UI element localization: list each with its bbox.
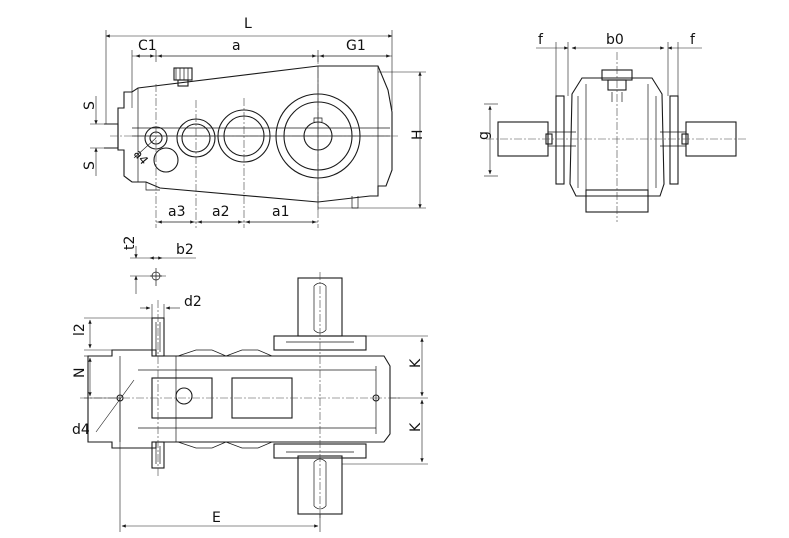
label-l2: l2: [72, 323, 88, 336]
side-housing: [569, 77, 665, 197]
side-dimensions: [484, 42, 702, 177]
label-a: a: [232, 38, 241, 54]
label-d2: d2: [184, 294, 202, 310]
label-C1: C1: [138, 38, 157, 54]
label-b2: b2: [176, 242, 194, 258]
label-g: g: [476, 131, 492, 140]
label-S-top: S: [82, 101, 98, 110]
front-labels: L C1 a G1 S S H a4 a3 a2 a1: [82, 16, 426, 220]
top-view: [80, 272, 400, 520]
side-labels: f b0 f g: [476, 32, 696, 140]
label-N: N: [72, 368, 88, 378]
top-housing: [87, 349, 391, 449]
label-K-top: K: [408, 358, 424, 368]
label-a1: a1: [272, 204, 290, 220]
label-H: H: [410, 129, 426, 140]
label-f-right: f: [690, 32, 696, 48]
label-a2: a2: [212, 204, 230, 220]
side-view: [486, 52, 746, 222]
breather-plug: [173, 67, 193, 81]
label-K-bottom: K: [408, 422, 424, 432]
front-housing-outline: [117, 65, 393, 203]
label-S-bottom: S: [82, 161, 98, 170]
top-labels: t2 b2 d2 l2 N K K d4 E: [72, 236, 424, 526]
label-t2: t2: [122, 236, 138, 250]
top-dimensions: [84, 246, 428, 532]
label-d4: d4: [72, 422, 90, 438]
label-E: E: [212, 510, 221, 526]
front-view: [104, 56, 400, 228]
label-G1: G1: [346, 38, 366, 54]
front-dimensions: [90, 30, 426, 224]
label-f-left: f: [538, 32, 544, 48]
label-L: L: [244, 16, 252, 32]
label-b0: b0: [606, 32, 624, 48]
label-a3: a3: [168, 204, 186, 220]
label-a4: a4: [131, 147, 151, 167]
